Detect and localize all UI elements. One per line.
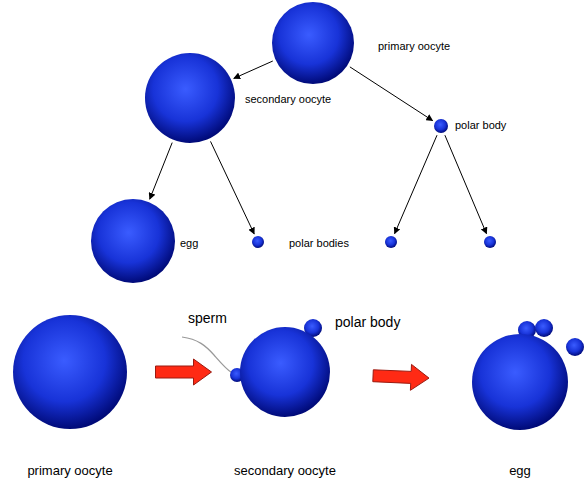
circle-shape	[252, 236, 264, 248]
cell-circle: secondary oocyte	[240, 327, 330, 417]
circle-fill	[434, 119, 448, 133]
circle-fill	[252, 236, 264, 248]
node-label: polar bodies	[289, 238, 349, 249]
arrow-line	[211, 141, 255, 234]
cell-circle: secondary oocyte	[145, 53, 235, 143]
node-label: primary oocyte	[378, 41, 450, 52]
arrow-line	[445, 135, 487, 234]
circle-shape	[13, 315, 127, 429]
sperm-tail	[182, 337, 231, 372]
circle-fill	[13, 315, 127, 429]
node-label: polar body	[455, 120, 506, 131]
circle-shape	[385, 236, 397, 248]
circle-shape	[472, 334, 568, 430]
node-label: egg	[180, 238, 198, 249]
circle-fill	[145, 53, 235, 143]
circle-fill	[484, 236, 496, 248]
circle-shape	[272, 2, 354, 84]
cell-circle: polar bodies	[252, 236, 264, 248]
cell-circle: polar body	[434, 119, 448, 133]
circle-shape	[145, 53, 235, 143]
block-arrow	[373, 364, 429, 390]
cell-circle: egg	[91, 199, 175, 283]
cell-circle	[484, 236, 496, 248]
arrow-line	[234, 61, 273, 78]
node-label: egg	[509, 464, 531, 477]
arrow-line	[350, 67, 433, 121]
circle-fill	[472, 334, 568, 430]
cell-circle: primary oocyte	[272, 2, 354, 84]
cell-circle: primary oocyte	[13, 315, 127, 429]
block-arrow	[156, 359, 212, 385]
circle-shape	[91, 199, 175, 283]
circle-shape	[484, 236, 496, 248]
circle-shape	[434, 119, 448, 133]
arrow-line	[150, 143, 173, 200]
node-label: secondary oocyte	[234, 464, 336, 477]
arrow-line	[395, 135, 437, 234]
circle-shape	[240, 327, 330, 417]
cell-circle: egg	[472, 334, 568, 430]
circle-fill	[91, 199, 175, 283]
part-label: sperm	[188, 311, 227, 325]
node-label: primary oocyte	[27, 464, 112, 477]
circle-fill	[385, 236, 397, 248]
polar-body-circle	[535, 319, 553, 337]
polar-body-circle	[566, 338, 584, 356]
cell-circle	[385, 236, 397, 248]
circle-fill	[240, 327, 330, 417]
circle-fill	[272, 2, 354, 84]
part-label: polar body	[335, 315, 400, 329]
node-label: secondary oocyte	[245, 94, 331, 105]
